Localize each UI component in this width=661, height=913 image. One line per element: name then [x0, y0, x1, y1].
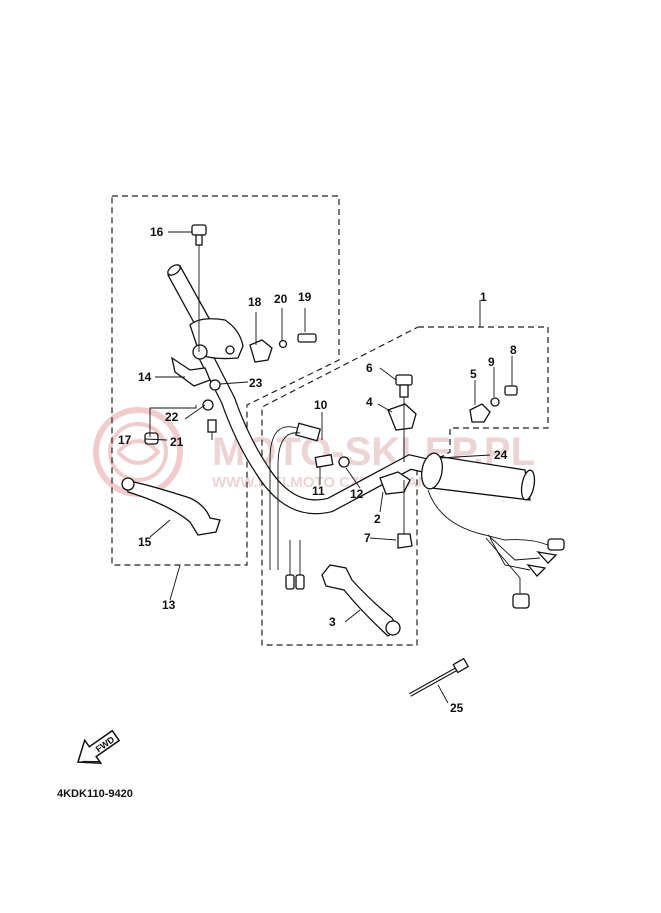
- callout-13: 13: [162, 598, 176, 612]
- callout-3: 3: [329, 615, 336, 629]
- leader-lines: [144, 231, 491, 704]
- part-16-bolt: [191, 224, 207, 246]
- part-14-bracket: [171, 356, 211, 387]
- part-25-cable-tie: [409, 657, 470, 697]
- callout-15: 15: [138, 535, 152, 549]
- part-22-washer: [202, 399, 214, 411]
- callout-2: 2: [374, 512, 381, 526]
- callout-7: 7: [364, 531, 371, 545]
- part-7-nut: [397, 533, 413, 549]
- callout-5: 5: [470, 367, 477, 381]
- part-9-washer: [490, 397, 500, 407]
- diagram-code: 4KDK110-9420: [57, 788, 133, 800]
- part-4-clamp: [387, 403, 417, 431]
- part-8-screw: [504, 385, 518, 396]
- callout-1: 1: [480, 290, 487, 304]
- left-lever-holder: [189, 318, 244, 360]
- part-6-bolt: [395, 374, 413, 398]
- part-11-switch: [314, 453, 334, 469]
- callout-24: 24: [494, 448, 508, 462]
- callout-25: 25: [450, 701, 464, 715]
- handlebar: [197, 347, 528, 515]
- part-15-lever: [121, 477, 221, 536]
- callout-21: 21: [170, 435, 184, 449]
- part-18-clamp: [249, 339, 273, 363]
- callout-20: 20: [274, 292, 288, 306]
- callout-9: 9: [488, 355, 495, 369]
- part-2-clamp: [379, 471, 411, 495]
- callout-23: 23: [249, 376, 263, 390]
- part-21-switch: [207, 419, 217, 440]
- callout-18: 18: [248, 295, 262, 309]
- part-12-clamp: [338, 456, 350, 468]
- callout-8: 8: [510, 343, 517, 357]
- part-10-switch: [269, 422, 321, 570]
- callout-6: 6: [366, 361, 373, 375]
- part-23-nut: [209, 379, 221, 391]
- wiring-harness: [427, 489, 565, 609]
- callout-17: 17: [118, 433, 132, 447]
- callout-12: 12: [350, 487, 364, 501]
- part-20-washer: [278, 339, 288, 349]
- group-box-13: [111, 195, 340, 566]
- callout-10: 10: [314, 398, 328, 412]
- callout-4: 4: [366, 395, 373, 409]
- callout-11: 11: [312, 484, 325, 498]
- part-5-holder: [469, 403, 491, 423]
- fwd-arrow-icon: FWD: [76, 729, 121, 764]
- part-19-screw: [297, 333, 317, 343]
- callout-19: 19: [298, 290, 312, 304]
- part-3-lever: [321, 564, 401, 637]
- callout-14: 14: [138, 370, 152, 384]
- part-17-cap: [144, 432, 159, 445]
- callout-22: 22: [165, 410, 179, 424]
- part-24-grip: [421, 452, 536, 501]
- callout-16: 16: [150, 225, 164, 239]
